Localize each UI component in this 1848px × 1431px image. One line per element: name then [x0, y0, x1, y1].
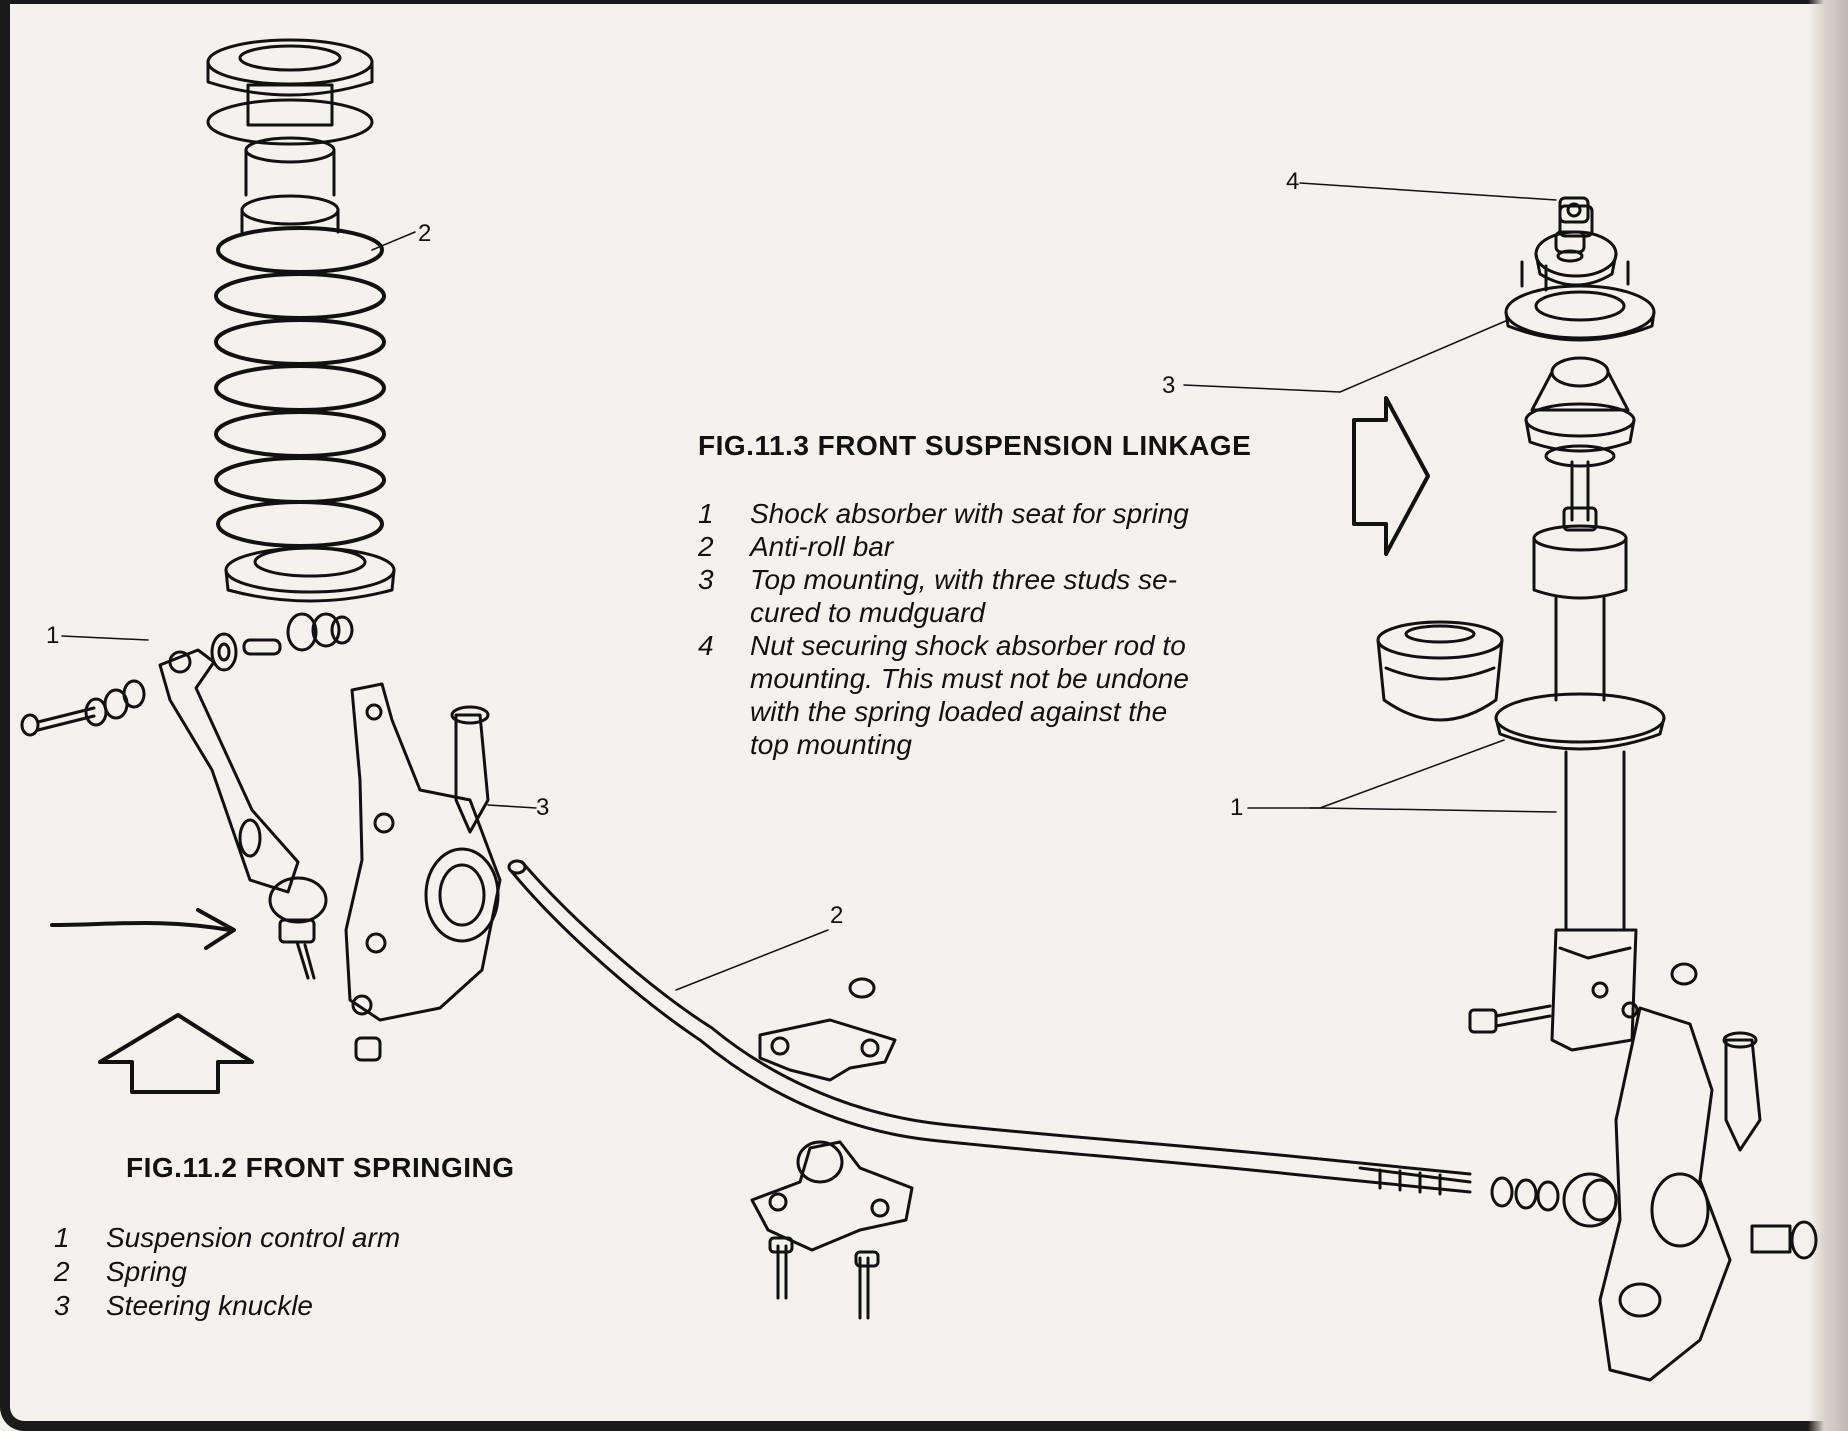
- legend-item: 1 Suspension control arm: [54, 1222, 401, 1253]
- hand-drawn-arrow: [50, 908, 236, 950]
- legend-item: 3 Top mounting, with three studs se- cur…: [698, 564, 1177, 628]
- shock-absorber: [1247, 460, 1666, 1052]
- fig-11-2-legend: 1 Suspension control arm 2 Spring 3 Stee…: [54, 1221, 400, 1323]
- anti-roll-bar-clamp-lower: [750, 1140, 914, 1320]
- fig-11-2-title: FIG.11.2 FRONT SPRINGING: [126, 1152, 515, 1183]
- anti-roll-bar: [507, 859, 1472, 1196]
- legend-item: 2 Spring: [54, 1256, 187, 1287]
- fig-11-3-legend: 1 Shock absorber with seat for spring 2 …: [698, 497, 1189, 761]
- page-edge-shadow: [1808, 0, 1848, 1431]
- arm-bolt-washers: [20, 679, 146, 737]
- top-mount-dome: [1534, 204, 1618, 287]
- top-mounting-plate: [1183, 260, 1656, 393]
- bar-end-bushes: [1490, 1172, 1618, 1228]
- top-mount-nut: [1299, 182, 1590, 263]
- callout-fig11-2-knuckle: 3: [536, 794, 550, 821]
- legend-item: 1 Shock absorber with seat for spring: [698, 498, 1189, 529]
- strut-bolt: [1468, 962, 1698, 1034]
- callout-fig11-3-bar: 2: [830, 902, 844, 929]
- lower-steering-knuckle: [1598, 1006, 1818, 1382]
- fig-11-3-title: FIG.11.3 FRONT SUSPENSION LINKAGE: [698, 430, 1252, 461]
- spring-top-seat: [206, 38, 374, 234]
- anti-roll-bar-clamp-upper: [758, 977, 897, 1082]
- callout-fig11-3-shock: 1: [1230, 794, 1244, 821]
- suspension-control-arm: [61, 635, 328, 980]
- legend-item: 2 Anti-roll bar: [698, 531, 894, 562]
- callout-fig11-3-mounting: 3: [1162, 372, 1176, 399]
- legend-item: 3 Steering knuckle: [54, 1290, 314, 1321]
- spring-lower-seat: [224, 546, 396, 603]
- outline-up-arrow: [98, 1013, 254, 1094]
- upper-bearing: [1524, 356, 1636, 468]
- legend-item: 4 Nut securing shock absorber rod to mou…: [698, 630, 1189, 760]
- arm-bushes: [210, 612, 354, 672]
- callout-fig11-3-nut: 4: [1286, 168, 1300, 195]
- callout-fig11-2-arm: 1: [46, 622, 60, 649]
- bump-stop: [1376, 620, 1504, 722]
- callout-fig11-2-spring: 2: [418, 220, 432, 247]
- steering-knuckle: [344, 682, 537, 1062]
- outline-right-arrow: [1352, 396, 1430, 556]
- coil-spring: [214, 226, 386, 548]
